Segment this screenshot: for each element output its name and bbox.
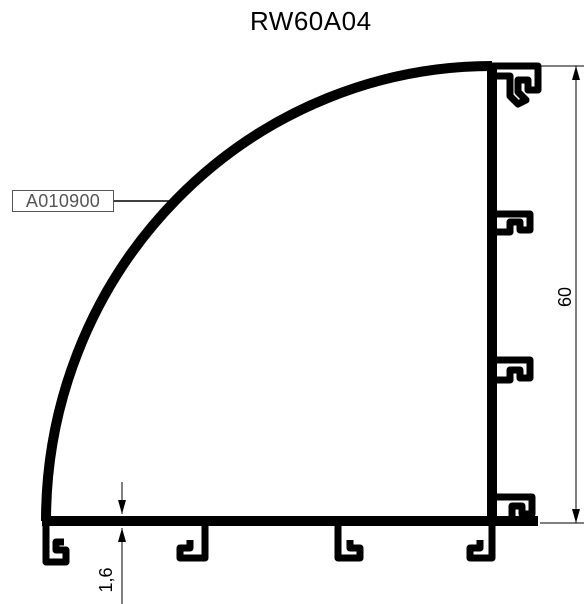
bottom-hook-slot: [176, 521, 209, 562]
drawing-title: RW60A04: [250, 6, 372, 36]
bottom-hook-slot: [334, 521, 364, 562]
part-number-label: A010900: [12, 190, 114, 212]
bottom-hook-slot: [466, 521, 496, 562]
profile-outer-wall: [41, 61, 493, 522]
wall-thickness-dimension-line: [118, 482, 126, 604]
height-dimension-text: 60: [555, 286, 575, 308]
top-flange: [492, 62, 542, 108]
right-hook-slot: [492, 493, 536, 518]
right-hook-slot: [492, 356, 534, 384]
right-hook-slot: [492, 210, 534, 236]
wall-thickness-text: 1,6: [96, 567, 116, 593]
part-number-text: A010900: [25, 191, 101, 211]
height-dimension-line: [540, 65, 584, 524]
bottom-hook-slot: [42, 521, 70, 566]
